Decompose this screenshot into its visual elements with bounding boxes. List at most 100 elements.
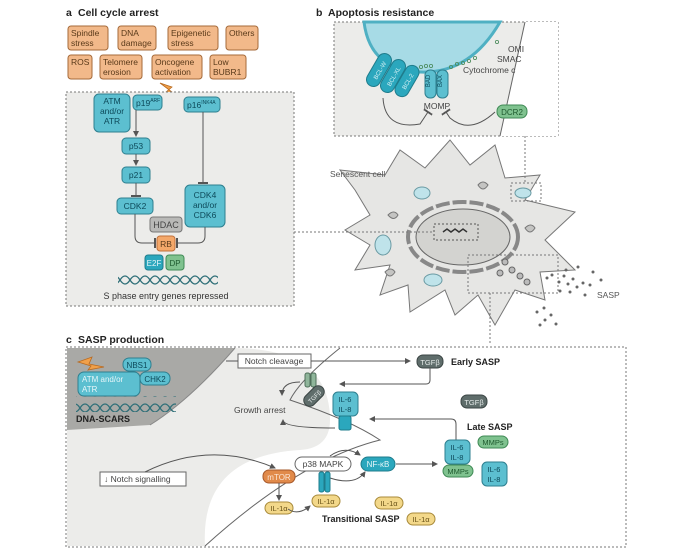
il1-receptor-right	[324, 471, 331, 493]
il8-label-2: IL-8	[451, 453, 464, 462]
sasp-dot	[599, 278, 603, 282]
il6-label-2: IL-6	[451, 443, 464, 452]
sasp-dot	[545, 276, 549, 280]
p21-label: p21	[129, 170, 143, 180]
sasp-dot	[549, 313, 553, 317]
notch-cleavage-label: Notch cleavage	[245, 356, 304, 366]
sasp-dot	[562, 274, 566, 278]
dna-scars-label: DNA-SCARS	[76, 414, 130, 424]
senescent-cell: Senescent cell SASP	[294, 136, 620, 345]
inhibit-dcr2-momp	[441, 108, 496, 126]
bax-label: BAX	[438, 75, 444, 87]
il1a-label: IL-1α	[317, 497, 335, 506]
inhibit-bcl-momp	[382, 97, 433, 126]
il6-label: IL-6	[339, 395, 352, 404]
sasp-dot	[538, 323, 542, 327]
p53-label: p53	[129, 141, 143, 151]
il6-label-3: IL-6	[488, 465, 501, 474]
p38-mapk-label: p38 MAPK	[303, 459, 344, 469]
notch-signalling-label: ↓ Notch signalling	[104, 474, 171, 484]
stressor-label: activation	[155, 67, 191, 77]
panel-c-letter: c	[66, 334, 72, 346]
cytoplasm-region	[67, 348, 625, 546]
stressor-boxes: SpindlestressDNAdamageEpigeneticstressOt…	[67, 25, 259, 80]
bad-label: BAD	[426, 74, 432, 87]
hdac-label: HDAC	[153, 220, 179, 230]
nfkb-label: NF-κB	[367, 460, 390, 469]
panel-a-letter: a	[66, 7, 72, 19]
il6-il8-box-2	[444, 439, 471, 465]
p19-label: p19ARF	[136, 98, 160, 108]
lysosome	[524, 224, 536, 233]
cdk4-label: CDK4	[194, 190, 217, 200]
lysosome	[387, 211, 399, 219]
mmps-box	[477, 435, 509, 449]
panel-c: c SASP production NBS1 ATM and/or ATR CH…	[65, 334, 627, 548]
stressor-label: stress	[171, 38, 194, 48]
lysosome	[477, 181, 489, 190]
il1a-label: IL-1α	[270, 504, 288, 513]
e2f-box	[144, 254, 164, 271]
mmps-box-2	[442, 464, 474, 478]
stressor-box	[209, 54, 247, 80]
stressor-label: Spindle	[71, 28, 100, 38]
nucleus	[415, 208, 511, 266]
arrow-tgfb-receptor	[339, 368, 431, 387]
sasp-dot	[575, 285, 579, 289]
lysosome	[384, 268, 396, 277]
mitochondrion-organelle	[514, 187, 532, 199]
atr-label: ATR	[104, 116, 120, 126]
inhibit-cdk46-rb	[176, 227, 206, 248]
il1a-label: IL-1α	[380, 499, 398, 508]
bad-protein	[424, 69, 437, 99]
atr-label-c: ATR	[82, 385, 98, 394]
secreted-sasp-dots	[535, 265, 603, 327]
stressor-label: damage	[121, 38, 152, 48]
stressor-box	[225, 25, 259, 51]
hdac-box	[149, 216, 183, 233]
arrow-il1a-receptor	[287, 505, 311, 513]
panel-b-letter: b	[316, 7, 322, 19]
sasp-dot	[543, 318, 547, 322]
sasp-dot	[576, 265, 580, 269]
nfkb-box	[360, 456, 396, 472]
cdk2-label: CDK2	[124, 201, 147, 211]
il1-receptor-left	[318, 471, 325, 493]
sasp-dot	[564, 268, 568, 272]
stressor-label: Oncogene	[155, 57, 194, 67]
atm-label-c: ATM and/or	[82, 375, 124, 384]
bcl-w-protein	[366, 52, 392, 88]
omi-label: OMI	[508, 44, 524, 54]
arrow-receptor-nfkb	[329, 471, 366, 482]
bcl-2-protein	[394, 64, 420, 98]
nbs1-label: NBS1	[127, 361, 148, 370]
late-sasp-label: Late SASP	[467, 422, 513, 432]
nuclear-boundary	[149, 347, 236, 426]
mmps-label: MMPs	[482, 438, 503, 447]
stressor-label: erosion	[103, 67, 131, 77]
il1a-label: IL-1α	[412, 515, 430, 524]
atm-atr-box	[93, 93, 131, 133]
mitochondrion-organelle	[374, 234, 392, 256]
notch-signalling-box	[99, 471, 187, 487]
stressor-box	[99, 54, 143, 80]
sasp-dot	[583, 293, 587, 297]
transitional-sasp-label: Transitional SASP	[322, 514, 400, 524]
il6-il8-box-3	[481, 461, 508, 487]
e2f-label: E2F	[147, 259, 162, 268]
mitochondrion-organelle	[423, 273, 443, 287]
mtor-label: mTOR	[267, 473, 291, 482]
il1a-box	[311, 494, 341, 508]
rb-box	[156, 235, 176, 252]
stressor-label: Epigenetic	[171, 28, 211, 38]
chk2-box	[139, 371, 171, 386]
sasp-dot	[554, 322, 558, 326]
momp-label: MOMP	[424, 101, 451, 111]
stressor-box	[117, 25, 157, 51]
il1a-box	[406, 512, 436, 526]
andor-label-2: and/or	[193, 200, 217, 210]
early-sasp-label: Early SASP	[451, 357, 500, 367]
stressor-label: Low	[213, 57, 229, 67]
plasma-membrane	[204, 347, 382, 547]
